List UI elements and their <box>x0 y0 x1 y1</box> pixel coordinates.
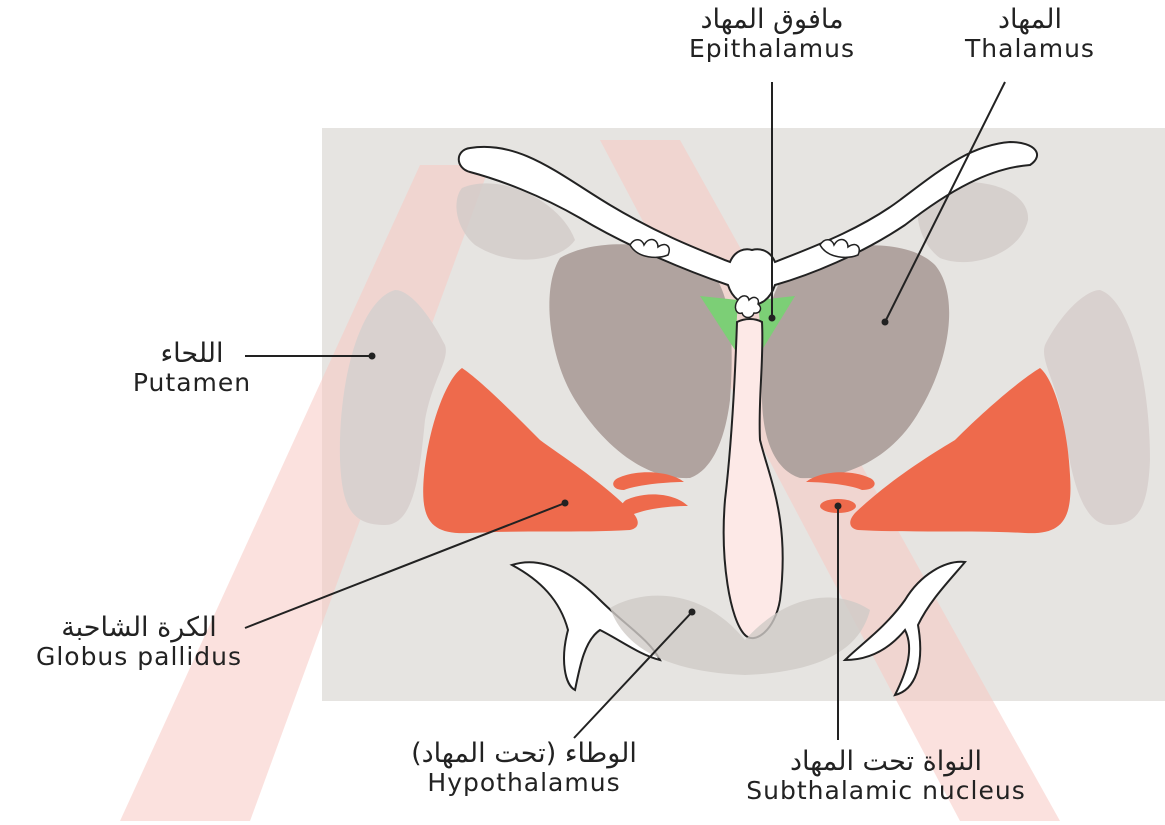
label-globus-en: Globus pallidus <box>4 643 274 672</box>
label-hypothalamus-en: Hypothalamus <box>364 769 684 798</box>
label-hypothalamus: الوطاء (تحت المهاد) Hypothalamus <box>364 738 684 798</box>
label-thalamus: المهاد Thalamus <box>950 4 1110 64</box>
label-putamen-en: Putamen <box>112 369 272 398</box>
label-subthalamic-en: Subthalamic nucleus <box>708 777 1064 806</box>
label-thalamus-en: Thalamus <box>950 35 1110 64</box>
label-putamen: اللحاء Putamen <box>112 338 272 398</box>
label-epithalamus-ar: مافوق المهاد <box>664 4 880 35</box>
label-hypothalamus-ar: الوطاء (تحت المهاد) <box>364 738 684 769</box>
label-thalamus-ar: المهاد <box>950 4 1110 35</box>
label-epithalamus-en: Epithalamus <box>664 35 880 64</box>
label-putamen-ar: اللحاء <box>112 338 272 369</box>
label-epithalamus: مافوق المهاد Epithalamus <box>664 4 880 64</box>
label-subthalamic-ar: النواة تحت المهاد <box>708 746 1064 777</box>
label-globus-ar: الكرة الشاحبة <box>4 612 274 643</box>
label-subthalamic: النواة تحت المهاد Subthalamic nucleus <box>708 746 1064 806</box>
label-globus: الكرة الشاحبة Globus pallidus <box>4 612 274 672</box>
